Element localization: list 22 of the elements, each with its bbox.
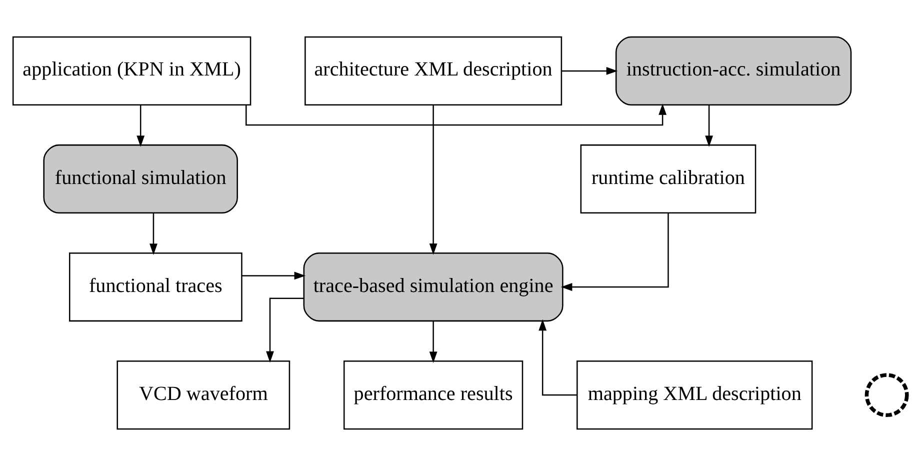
arrow <box>538 319 578 396</box>
arrow <box>246 104 667 126</box>
arrow <box>562 66 618 75</box>
arrow <box>242 272 306 280</box>
node-box: performance results <box>343 360 524 430</box>
arrow <box>266 298 304 363</box>
node-box: mapping XML description <box>576 360 813 430</box>
node-circle <box>864 373 909 418</box>
node-box: application (KPN in XML) <box>12 36 252 106</box>
arrow <box>136 105 145 147</box>
node-box: functional simulation <box>43 144 238 214</box>
node-box: functional traces <box>69 252 242 322</box>
node-box: runtime calibration <box>580 144 756 214</box>
node-box: trace-based simulation engine <box>303 252 564 322</box>
arrow <box>429 321 438 363</box>
node-box: architecture XML description <box>304 36 562 106</box>
arrow <box>705 105 714 147</box>
arrow <box>150 213 158 255</box>
arrow <box>560 213 669 291</box>
node-box: instruction-acc. simulation <box>615 36 852 106</box>
node-box: VCD waveform <box>116 360 290 430</box>
arrow <box>429 105 438 255</box>
